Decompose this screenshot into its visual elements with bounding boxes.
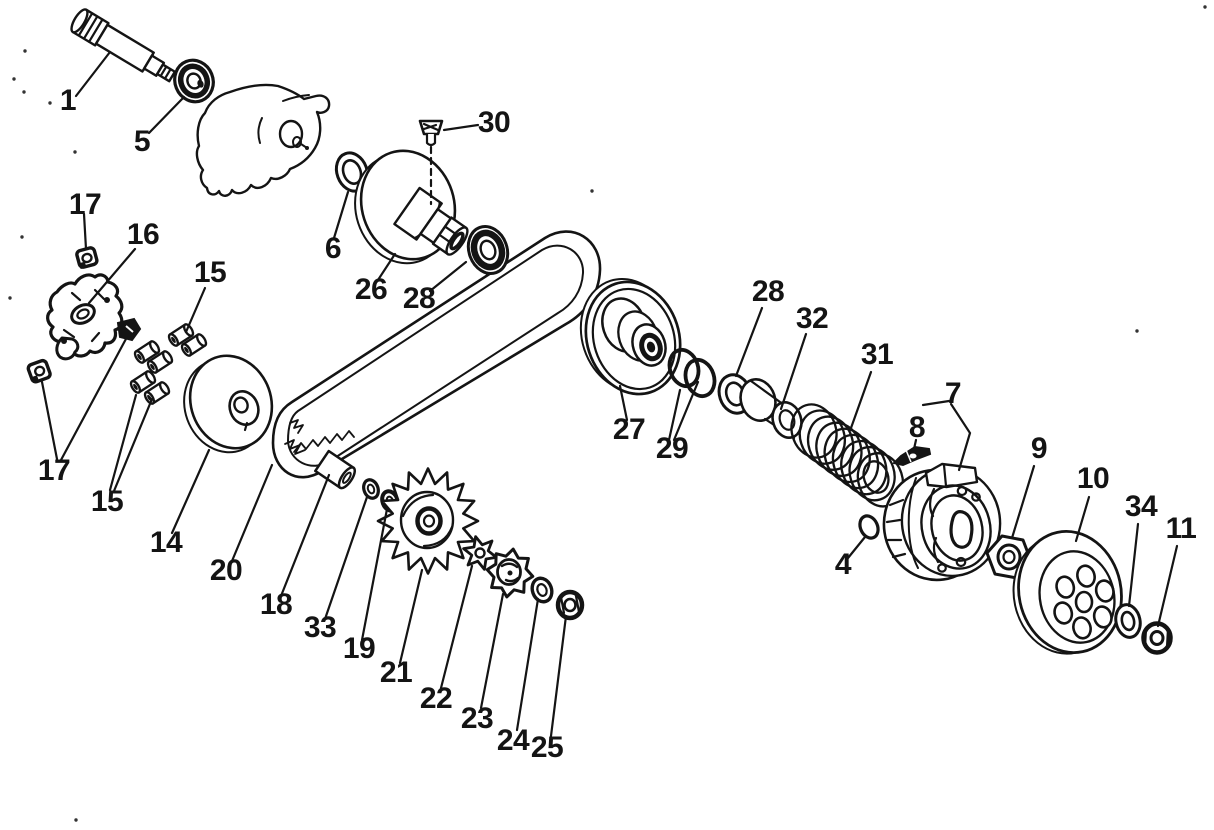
nut-25-drawing [555, 589, 585, 621]
crankcase-cover-drawing [195, 83, 331, 197]
drive-belt-drawing [271, 230, 602, 479]
callout-32: 32 [796, 302, 828, 335]
clutch-assembly-drawing [882, 462, 1002, 582]
callout-26: 26 [355, 273, 387, 306]
callout-1: 1 [60, 84, 76, 117]
callout-17-top: 17 [69, 188, 101, 221]
lock-washer-drawing [462, 535, 498, 571]
callout-16: 16 [127, 218, 159, 251]
callout-18: 18 [260, 588, 292, 621]
callout-17-bottom: 17 [38, 454, 70, 487]
callout-31: 31 [861, 338, 893, 371]
callout-10: 10 [1077, 462, 1109, 495]
driven-pulley-drawing [579, 277, 682, 396]
collar-drawing [739, 378, 803, 440]
callout-19: 19 [343, 632, 375, 665]
callout-6: 6 [325, 232, 341, 265]
scan-speckles [8, 5, 1207, 822]
movable-drive-face-drawing [183, 354, 274, 454]
callout-leader-lines [40, 50, 1179, 738]
callout-27: 27 [613, 413, 645, 446]
callout-7: 7 [945, 377, 961, 410]
callout-15-bottom: 15 [91, 485, 123, 518]
washer-33-drawing [362, 478, 380, 500]
nut-11-drawing [1141, 621, 1173, 655]
slide-piece-left-drawing [26, 358, 52, 384]
ball-bearing-drawing [173, 58, 215, 104]
callout-8: 8 [909, 411, 925, 444]
callout-33: 33 [304, 611, 336, 644]
callout-29: 29 [656, 432, 688, 465]
callout-15-top: 15 [194, 256, 226, 289]
drive-shaft-drawing [70, 8, 177, 83]
callout-9: 9 [1031, 432, 1047, 465]
callout-34: 34 [1125, 490, 1158, 523]
slide-piece-top-drawing [75, 246, 99, 270]
clip-drawing [892, 445, 932, 467]
callout-labels: 1 5 30 6 26 28 17 16 15 17 15 14 20 18 3… [38, 84, 1197, 764]
bolt-30-drawing [418, 119, 444, 206]
slide-piece-right-drawing [116, 317, 142, 342]
spacer-sleeve-drawing [314, 449, 357, 490]
callout-11: 11 [1166, 512, 1197, 545]
snap-rings-drawing [667, 347, 717, 399]
washer-34-drawing [1114, 603, 1142, 639]
fan-drive-face-drawing [376, 467, 480, 575]
callout-14: 14 [150, 526, 183, 559]
callout-30: 30 [478, 106, 510, 139]
roller-weights-drawing [129, 323, 208, 405]
clutch-spring-drawing [790, 403, 905, 508]
callout-5: 5 [134, 125, 150, 158]
callout-28-left: 28 [403, 282, 435, 315]
callout-20: 20 [210, 554, 242, 587]
callout-25: 25 [531, 731, 563, 764]
clutch-drum-drawing [1012, 529, 1123, 655]
callout-21: 21 [380, 656, 412, 689]
callout-28-right: 28 [752, 275, 784, 308]
callout-23: 23 [461, 702, 493, 735]
o-ring-drawing [858, 514, 880, 540]
washer-24-drawing [530, 576, 554, 604]
callout-24: 24 [497, 724, 530, 757]
bearing-28-drawing [466, 225, 510, 275]
ramp-plate-drawing [46, 273, 124, 361]
callout-4: 4 [835, 548, 852, 581]
drive-pulley-face-drawing [354, 149, 469, 265]
starter-ratchet-drawing [485, 547, 535, 599]
callout-22: 22 [420, 682, 452, 715]
